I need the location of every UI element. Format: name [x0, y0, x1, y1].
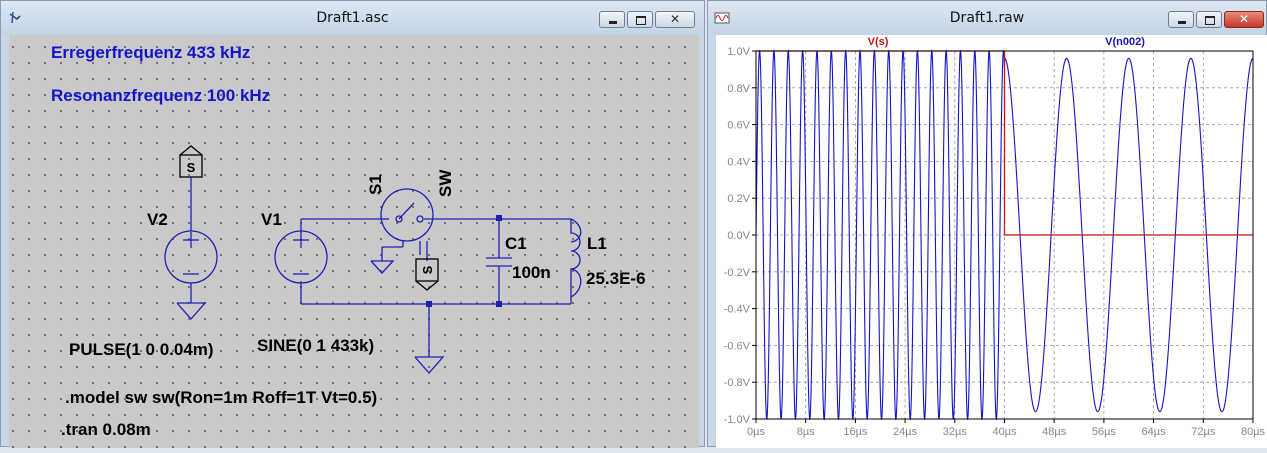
- schematic-window-controls: ✕: [599, 11, 695, 28]
- junction-top: [496, 215, 502, 221]
- waveform-window[interactable]: Draft1.raw ✕ 1.0V 0.8V 0.6V 0.4V 0.2V 0.0V -0.…: [707, 0, 1267, 448]
- y-tick-label: -0.2V: [724, 267, 751, 279]
- maximize-icon: [1205, 16, 1215, 25]
- close-button[interactable]: ✕: [655, 11, 695, 28]
- x-axis-ticks: 0µs 8µs 16µs 24µs 32µs 40µs 48µs 56µs 64µs 72µs 80…: [747, 419, 1266, 438]
- maximize-button[interactable]: [627, 11, 653, 28]
- x-tick-label: 48µs: [1042, 426, 1067, 438]
- waveform-titlebar[interactable]: Draft1.raw ✕: [708, 1, 1266, 35]
- c1-value[interactable]: 100n: [512, 263, 551, 282]
- schematic-titlebar[interactable]: Draft1.asc ✕: [1, 1, 704, 35]
- waveform-chart[interactable]: 1.0V 0.8V 0.6V 0.4V 0.2V 0.0V -0.2V -0.4V -0.6V -…: [716, 35, 1267, 448]
- y-tick-label: 0.0V: [727, 230, 750, 242]
- y-tick-label: 0.6V: [727, 120, 750, 132]
- tran-directive[interactable]: .tran 0.08m: [61, 420, 151, 439]
- y-tick-label: 0.8V: [727, 83, 750, 95]
- y-tick-label: -0.6V: [724, 340, 751, 352]
- y-axis-ticks: 1.0V 0.8V 0.6V 0.4V 0.2V 0.0V -0.2V -0.4V -0.6V -…: [724, 46, 756, 426]
- waveform-title: Draft1.raw: [949, 10, 1025, 26]
- waveform-plot-area[interactable]: 1.0V 0.8V 0.6V 0.4V 0.2V 0.0V -0.2V -0.4V -0.6V -…: [716, 35, 1267, 448]
- y-tick-label: -1.0V: [724, 414, 751, 426]
- x-tick-label: 64µs: [1142, 426, 1167, 438]
- l1-value[interactable]: 25.3E-6: [586, 269, 646, 288]
- v2-name[interactable]: V2: [147, 210, 168, 229]
- schematic-title: Draft1.asc: [316, 10, 389, 26]
- x-tick-label: 40µs: [992, 426, 1017, 438]
- net-label-s-switch-text: S: [420, 265, 435, 274]
- minimize-icon: [1178, 21, 1186, 24]
- minimize-button[interactable]: [1168, 11, 1194, 28]
- y-tick-label: -0.8V: [724, 377, 751, 389]
- x-tick-label: 32µs: [943, 426, 968, 438]
- close-icon: ✕: [1238, 12, 1250, 26]
- l1-name[interactable]: L1: [587, 234, 607, 253]
- c1-name[interactable]: C1: [505, 234, 527, 253]
- junction-bottom: [496, 301, 502, 307]
- s1-name[interactable]: S1: [366, 174, 385, 195]
- v1-name[interactable]: V1: [261, 210, 282, 229]
- x-tick-label: 72µs: [1191, 426, 1216, 438]
- legend-v-n002[interactable]: V(n002): [1105, 36, 1145, 48]
- model-directive[interactable]: .model sw sw(Ron=1m Roff=1T Vt=0.5): [65, 388, 377, 407]
- schematic-drawing[interactable]: Erregerfrequenz 433 kHz Resonanzfrequenz…: [9, 35, 699, 448]
- ltspice-schematic-icon: [9, 11, 21, 24]
- net-label-s-top-text: S: [187, 160, 196, 175]
- waveform-window-controls: ✕: [1168, 11, 1264, 28]
- schematic-canvas[interactable]: Erregerfrequenz 433 kHz Resonanzfrequenz…: [9, 35, 699, 448]
- y-tick-label: 1.0V: [727, 46, 750, 58]
- s1-model[interactable]: SW: [436, 169, 455, 197]
- minimize-button[interactable]: [599, 11, 625, 28]
- maximize-icon: [636, 16, 646, 25]
- y-tick-label: -0.4V: [724, 304, 751, 316]
- v2-value[interactable]: PULSE(1 0 0.04m): [69, 340, 214, 359]
- y-tick-label: 0.2V: [727, 193, 750, 205]
- comment-resonance-frequency[interactable]: Resonanzfrequenz 100 kHz: [51, 86, 270, 105]
- legend-v-s[interactable]: V(s): [868, 36, 889, 48]
- close-icon: ✕: [669, 12, 681, 26]
- x-tick-label: 8µs: [797, 426, 815, 438]
- plot-frame: [755, 50, 1254, 420]
- comment-excitation-frequency[interactable]: Erregerfrequenz 433 kHz: [51, 43, 250, 62]
- schematic-window[interactable]: Draft1.asc ✕ Erregerfrequenz 433 kHz Res…: [0, 0, 705, 448]
- junction-ground: [426, 301, 432, 307]
- maximize-button[interactable]: [1196, 11, 1222, 28]
- x-tick-label: 0µs: [747, 426, 765, 438]
- x-tick-label: 56µs: [1092, 426, 1117, 438]
- x-tick-label: 24µs: [893, 426, 918, 438]
- waveform-viewer-icon: [714, 12, 730, 24]
- x-tick-label: 16µs: [843, 426, 868, 438]
- x-tick-label: 80µs: [1241, 426, 1266, 438]
- v2-source[interactable]: [164, 145, 218, 320]
- v1-value[interactable]: SINE(0 1 433k): [257, 336, 374, 355]
- close-button[interactable]: ✕: [1224, 11, 1264, 28]
- minimize-icon: [609, 21, 617, 24]
- y-tick-label: 0.4V: [727, 156, 750, 168]
- circuit-wires: [274, 188, 582, 374]
